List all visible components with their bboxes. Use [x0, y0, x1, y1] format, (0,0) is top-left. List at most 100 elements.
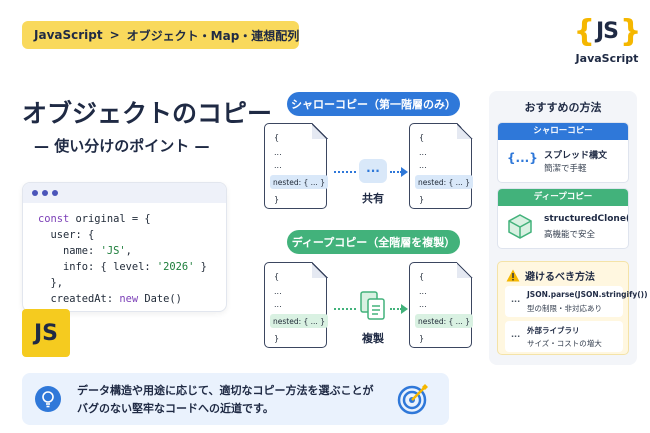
breadcrumb-separator: >	[109, 28, 120, 42]
doc-line: {	[419, 272, 425, 281]
copy-document-deep: { ... ... nested: { ... } }	[409, 261, 473, 348]
shallow-method-card: シャローコピー {...} スプレッド構文 簡潔で手軽	[497, 122, 629, 183]
shallow-copy-label: シャローコピー（第一階層のみ）	[287, 92, 460, 116]
method-desc: 高機能で安全	[544, 230, 596, 240]
doc-line: ...	[274, 161, 282, 170]
doc-line: }	[419, 195, 425, 204]
javascript-logo: {JS} JavaScript	[572, 14, 642, 80]
avoid-item: ... JSON.parse(JSON.stringify()) 型の制限・非対…	[505, 286, 648, 317]
tip-line-1: データ構造や用途に応じて、適切なコピー方法を選ぶことが	[77, 384, 374, 397]
cube-icon	[508, 214, 532, 239]
warning-icon	[506, 269, 520, 282]
deep-copy-label: ディープコピー（全階層を複製）	[287, 230, 460, 254]
code-text: name:	[38, 245, 101, 257]
method-title: スプレッド構文	[544, 151, 608, 161]
tip-line-2: バグのない堅牢なコードへの近道です。	[77, 402, 274, 415]
share-connector	[334, 171, 356, 173]
doc-line: }	[419, 334, 425, 343]
duplicate-icon	[360, 291, 385, 320]
code-text: user: {	[38, 229, 95, 241]
page-title: オブジェクトのコピー	[22, 99, 273, 128]
avoid-item-desc: 型の制限・非対応あり	[527, 304, 602, 313]
window-titlebar	[23, 183, 226, 203]
page-fold-icon	[311, 122, 328, 139]
recommendation-panel: おすすめの方法 シャローコピー {...} スプレッド構文 簡潔で手軽 ディープ…	[489, 91, 648, 365]
code-snippet: const original = { user: { name: 'JS', i…	[23, 203, 226, 307]
braces-icon: {JS}	[573, 14, 642, 49]
source-document-shallow: { ... ... nested: { ... } }	[264, 122, 328, 209]
avoid-item-title: 外部ライブラリ	[527, 326, 580, 335]
page-subtitle: — 使い分けのポイント —	[34, 137, 210, 155]
doc-line: ...	[419, 161, 427, 170]
code-text: info: { level:	[38, 261, 157, 273]
duplicate-label: 複製	[362, 332, 384, 345]
source-document-deep: { ... ... nested: { ... } }	[264, 261, 328, 348]
code-text: original = {	[69, 213, 151, 225]
tip-text: データ構造や用途に応じて、適切なコピー方法を選ぶことが バグのない堅牢なコードへ…	[77, 382, 373, 418]
js-badge: JS	[22, 309, 70, 357]
card-header: シャローコピー	[498, 123, 628, 140]
avoid-item-desc: サイズ・コストの増大	[527, 339, 602, 348]
method-title: structuredClone()	[544, 214, 629, 224]
doc-line: ...	[274, 300, 282, 309]
code-keyword: const	[38, 213, 70, 225]
doc-line: }	[274, 334, 280, 343]
code-text: Date()	[138, 293, 182, 305]
code-text: createdAt:	[38, 293, 120, 305]
method-desc: 簡潔で手軽	[544, 164, 587, 174]
nested-block: nested: { ... }	[270, 175, 328, 189]
spread-braces-icon: {...}	[507, 151, 538, 165]
logo-glyph: JS	[595, 19, 619, 44]
card-header: ディープコピー	[498, 189, 628, 206]
code-string: 'JS'	[100, 245, 126, 257]
doc-line: ...	[274, 148, 282, 157]
share-connector	[390, 171, 402, 173]
avoid-section: 避けるべき方法 ... JSON.parse(JSON.stringify())…	[497, 261, 648, 355]
page-fold-icon	[456, 122, 473, 139]
share-label: 共有	[362, 192, 384, 205]
copy-connector	[334, 308, 356, 310]
doc-line: ...	[419, 287, 427, 296]
deep-method-card: ディープコピー structuredClone() 高機能で安全	[497, 188, 629, 249]
window-dot-icon	[52, 190, 58, 196]
page-fold-icon	[311, 261, 328, 278]
code-text: },	[38, 277, 64, 289]
code-string: '2026'	[156, 261, 195, 273]
code-keyword: new	[119, 293, 139, 305]
copy-document-shallow: { ... ... nested: { ... } }	[409, 122, 473, 209]
avoid-heading-text: 避けるべき方法	[525, 272, 595, 283]
avoid-item: ... 外部ライブラリ サイズ・コストの増大	[505, 321, 623, 352]
breadcrumb-root[interactable]: JavaScript	[34, 28, 103, 42]
avoid-item-title: JSON.parse(JSON.stringify())	[527, 290, 648, 299]
doc-line: {	[274, 272, 280, 281]
target-icon	[397, 384, 428, 415]
window-dot-icon	[42, 190, 48, 196]
bullet-icon: ...	[511, 295, 521, 304]
tip-banner: データ構造や用途に応じて、適切なコピー方法を選ぶことが バグのない堅牢なコードへ…	[22, 373, 449, 425]
doc-line: }	[274, 195, 280, 204]
code-window: const original = { user: { name: 'JS', i…	[22, 182, 227, 312]
arrow-right-icon	[401, 304, 408, 314]
nested-block: nested: { ... }	[415, 175, 473, 189]
recommend-heading: おすすめの方法	[524, 101, 602, 114]
arrow-right-icon	[401, 167, 408, 177]
doc-line: ...	[274, 287, 282, 296]
breadcrumb-current: オブジェクト・Map・連想配列	[126, 28, 300, 43]
code-text: }	[194, 261, 207, 273]
nested-block: nested: { ... }	[270, 314, 328, 328]
window-dot-icon	[32, 190, 38, 196]
logo-label: JavaScript	[575, 52, 639, 65]
avoid-heading: 避けるべき方法	[506, 268, 595, 283]
code-text: ,	[125, 245, 132, 257]
doc-line: {	[274, 133, 280, 142]
breadcrumb: JavaScript > オブジェクト・Map・連想配列	[22, 21, 299, 49]
doc-line: {	[419, 133, 425, 142]
lightbulb-icon	[35, 386, 61, 412]
bullet-icon: ...	[511, 330, 521, 339]
copy-connector	[390, 308, 402, 310]
page-fold-icon	[456, 261, 473, 278]
doc-line: ...	[419, 300, 427, 309]
doc-line: ...	[419, 148, 427, 157]
share-icon: ...	[359, 159, 387, 183]
nested-block: nested: { ... }	[415, 314, 473, 328]
